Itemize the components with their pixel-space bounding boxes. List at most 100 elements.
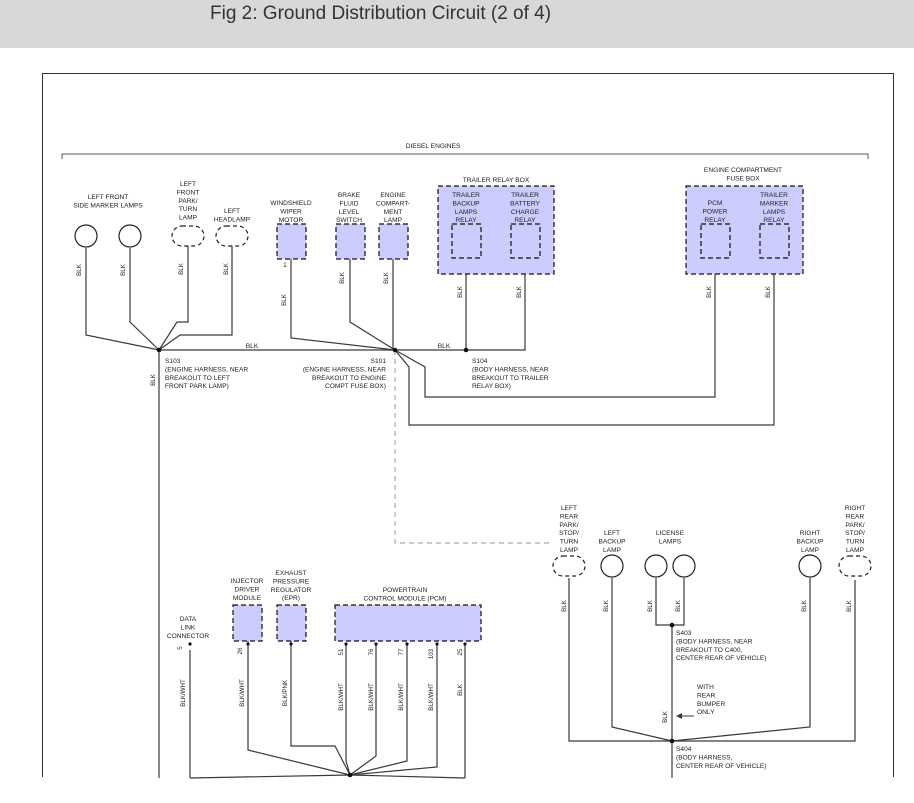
s103-splice bbox=[156, 347, 162, 353]
exhaust-pressure-regulator bbox=[276, 604, 307, 642]
pin-pcm-51: 51 bbox=[338, 648, 345, 655]
pin-dot bbox=[374, 642, 378, 646]
label-s404: S404(BODY HARNESS,CENTER REAR OF VEHICLE… bbox=[676, 746, 767, 770]
pin-idm: 26 bbox=[237, 647, 244, 654]
pin-dot bbox=[289, 642, 293, 646]
wire-lower-bus bbox=[189, 774, 466, 779]
windshield-wiper-motor bbox=[276, 223, 307, 260]
wire-label-blk: BLK bbox=[846, 599, 853, 612]
s104-splice bbox=[463, 347, 469, 353]
wire-label-blk: BLK bbox=[662, 710, 669, 723]
pin-dot bbox=[463, 642, 467, 646]
pin-dot bbox=[405, 642, 409, 646]
trailer-battery-charge-relay bbox=[510, 223, 541, 259]
figure-title: Fig 2: Ground Distribution Circuit (2 of… bbox=[210, 3, 552, 24]
brake-fluid-level-switch bbox=[335, 223, 366, 260]
wire-label-blk: BLK bbox=[706, 285, 713, 298]
wire-left-headlamp bbox=[158, 246, 233, 351]
wire-pcm-power-relay bbox=[394, 258, 716, 398]
diesel-engines-label: DIESEL ENGINES bbox=[406, 143, 461, 150]
wire-label-blk: BLK bbox=[457, 285, 464, 298]
license-lamp-2 bbox=[672, 554, 696, 578]
left-backup-lamp bbox=[600, 554, 624, 578]
wire-pcm-77 bbox=[349, 643, 408, 776]
rear-bumper-arrow-head bbox=[676, 713, 682, 719]
wire-trailer-marker-relay bbox=[394, 258, 775, 426]
s101-splice bbox=[392, 347, 398, 353]
wire-pcm-51 bbox=[345, 643, 351, 776]
wire-label-blk: BLK bbox=[457, 683, 464, 696]
right-backup-lamp bbox=[798, 554, 822, 578]
wire-label-blk: BLK bbox=[801, 599, 808, 612]
wire-left-front-park bbox=[158, 246, 189, 351]
wire-label-blk: BLK bbox=[281, 293, 288, 306]
s404-splice bbox=[669, 738, 675, 744]
wire-trailer-battery bbox=[466, 258, 526, 351]
wire-label-blk: BLK bbox=[339, 271, 346, 284]
trailer-marker-lamps-relay bbox=[759, 223, 790, 259]
pin-dlc: 5 bbox=[177, 646, 184, 650]
powertrain-control-module bbox=[334, 604, 482, 642]
wire-label-blk: BLK bbox=[246, 343, 259, 350]
wire-label-blk: BLK bbox=[76, 263, 83, 276]
wire-brake-fluid bbox=[349, 259, 396, 351]
injector-driver-module bbox=[232, 604, 263, 642]
left-front-side-marker-lamp-2 bbox=[118, 224, 142, 248]
wire-label-blk-wht: BLK/WHT bbox=[398, 683, 405, 711]
pin-pcm-103: 103 bbox=[428, 648, 435, 659]
label-trailer-relay-box: TRAILER RELAY BOX bbox=[463, 177, 530, 184]
pin-pcm-25: 25 bbox=[457, 648, 464, 655]
wire-left-backup bbox=[611, 578, 673, 742]
wire-label-blk-wht: BLK/WHT bbox=[180, 679, 187, 707]
wire-label-blk: BLK bbox=[765, 285, 772, 298]
pin-dot bbox=[246, 642, 250, 646]
left-front-side-marker-lamp-1 bbox=[74, 224, 98, 248]
wire-label-blk: BLK bbox=[647, 599, 654, 612]
wire-label-blk: BLK bbox=[603, 599, 610, 612]
diesel-engines-bracket bbox=[61, 153, 869, 159]
wire-label-blk: BLK bbox=[516, 285, 523, 298]
wire-label-blk: BLK bbox=[150, 373, 157, 386]
s403-splice bbox=[669, 622, 675, 628]
license-lamp-1 bbox=[644, 554, 668, 578]
wire-epr bbox=[290, 641, 351, 776]
right-rear-park-stop-turn-lamp bbox=[838, 555, 872, 577]
wire-right-backup bbox=[671, 578, 811, 742]
wire-wiper-motor bbox=[290, 259, 396, 351]
wire-left-front-marker-2 bbox=[129, 248, 160, 351]
wire-label-blk-wht: BLK/WHT bbox=[368, 683, 375, 711]
page-header: Fig 2: Ground Distribution Circuit (2 of… bbox=[0, 0, 914, 48]
engine-compartment-lamp bbox=[378, 223, 409, 260]
wire-pcm-103 bbox=[349, 643, 438, 776]
wire-label-blk-pnk: BLK/PNK bbox=[282, 679, 289, 706]
pin-pcm-77: 77 bbox=[398, 648, 405, 655]
wire-label-blk-wht: BLK/WHT bbox=[338, 683, 345, 711]
wire-label-blk: BLK bbox=[561, 599, 568, 612]
wire-label-blk: BLK bbox=[383, 271, 390, 284]
pin-dot bbox=[344, 642, 348, 646]
wire-label-blk-wht: BLK/WHT bbox=[428, 683, 435, 711]
wire-dashed-to-rear bbox=[394, 350, 552, 544]
left-rear-park-stop-turn-lamp bbox=[552, 555, 586, 577]
wire-left-front-marker-1 bbox=[85, 248, 160, 351]
